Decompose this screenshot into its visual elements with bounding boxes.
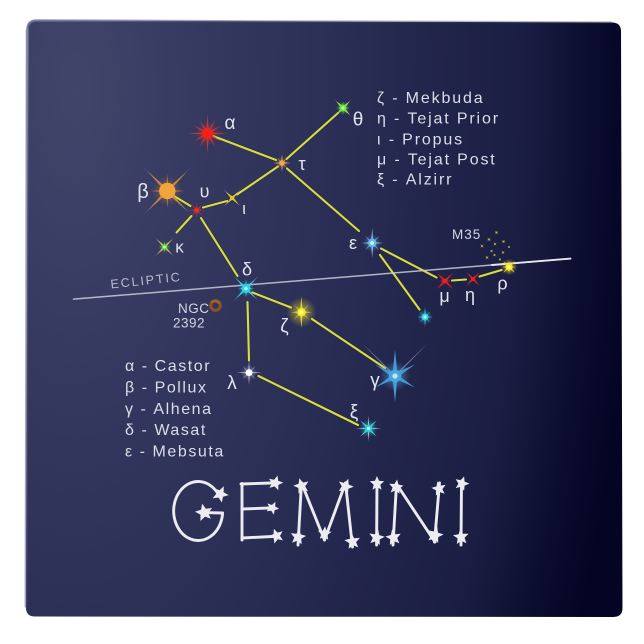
svg-text:ζ - Mekbuda: ζ - Mekbuda	[377, 90, 484, 107]
svg-text:θ: θ	[353, 110, 364, 131]
svg-text:δ - Wasat: δ - Wasat	[125, 422, 207, 439]
svg-text:2392: 2392	[173, 316, 205, 331]
svg-text:λ: λ	[227, 373, 237, 394]
svg-text:μ: μ	[439, 286, 449, 306]
svg-text:β: β	[137, 181, 149, 203]
svg-text:M35: M35	[452, 227, 481, 242]
svg-text:ξ - Alzirr: ξ - Alzirr	[377, 172, 453, 189]
svg-text:ρ: ρ	[497, 274, 507, 294]
svg-text:γ - Alhena: γ - Alhena	[125, 401, 213, 418]
svg-text:NGC: NGC	[178, 301, 210, 316]
svg-text:μ - Tejat Post: μ - Tejat Post	[377, 152, 497, 169]
svg-text:δ: δ	[242, 260, 252, 280]
svg-text:γ: γ	[370, 371, 380, 392]
svg-text:υ: υ	[200, 182, 210, 202]
svg-text:α: α	[225, 113, 236, 134]
svg-text:ξ: ξ	[350, 402, 359, 423]
svg-text:β - Pollux: β - Pollux	[125, 380, 208, 397]
svg-text:τ: τ	[298, 154, 305, 174]
svg-text:κ: κ	[175, 238, 184, 257]
svg-text:ι - Propus: ι - Propus	[377, 132, 464, 149]
svg-text:η - Tejat Prior: η - Tejat Prior	[377, 111, 500, 128]
svg-text:ε - Mebsuta: ε - Mebsuta	[125, 444, 225, 461]
svg-text:ζ: ζ	[280, 316, 289, 337]
svg-text:ι: ι	[242, 199, 246, 218]
svg-text:ε: ε	[349, 233, 357, 253]
svg-text:η: η	[465, 285, 475, 305]
svg-text:α - Castor: α - Castor	[125, 358, 211, 375]
